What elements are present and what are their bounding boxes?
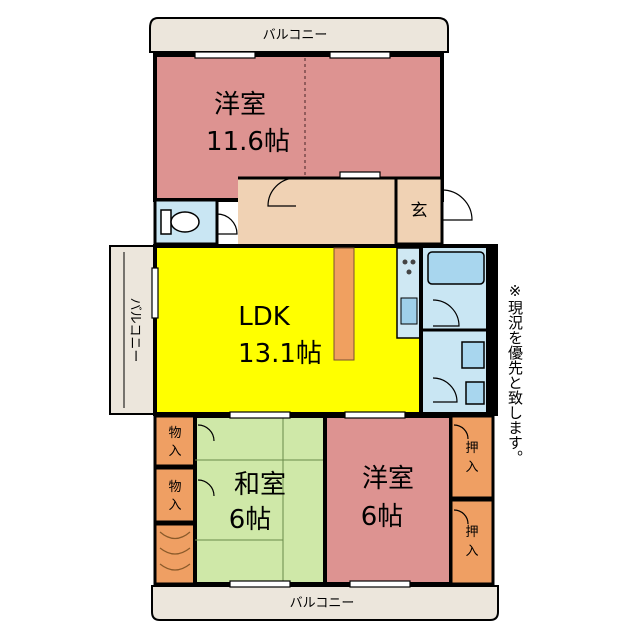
closet-2-label-line1: 押 bbox=[465, 525, 478, 540]
kitchen-sink bbox=[400, 297, 418, 325]
room-western-large-size: 11.6帖 bbox=[206, 127, 290, 157]
storage-1: 物 入 bbox=[153, 414, 197, 468]
stove-burner-3 bbox=[406, 269, 412, 275]
room-western-small-size: 6帖 bbox=[361, 502, 404, 532]
closet-1-label-line1: 押 bbox=[465, 441, 478, 456]
note: ※現況を優先と致します。 bbox=[506, 282, 524, 465]
balcony-top-label: バルコニー bbox=[263, 28, 328, 43]
stove-burner-2 bbox=[410, 259, 416, 265]
hallway bbox=[238, 178, 396, 244]
bath-wet-area bbox=[419, 244, 495, 416]
closet-2-label-line2: 入 bbox=[465, 544, 478, 559]
washbasin bbox=[461, 341, 485, 369]
storage-1-label-line2: 入 bbox=[168, 444, 181, 459]
balcony-bottom-label: バルコニー bbox=[290, 596, 355, 611]
japanese-room-size: 6帖 bbox=[229, 505, 272, 535]
japanese-room: 和室 6帖 bbox=[193, 414, 327, 586]
closet-1: 押 入 bbox=[449, 414, 495, 500]
storage-2-label-line2: 入 bbox=[168, 498, 181, 513]
balcony-bottom: バルコニー bbox=[151, 585, 499, 621]
window-marks bbox=[151, 51, 411, 588]
closet-1-label-line2: 入 bbox=[465, 460, 478, 475]
toilet-bowl bbox=[170, 211, 200, 233]
outer-wall-right bbox=[486, 244, 498, 416]
kitchen-counter bbox=[333, 247, 355, 361]
toilet-tank bbox=[160, 209, 172, 235]
ldk: LDK 13.1帖 bbox=[153, 244, 423, 416]
washing-machine bbox=[465, 381, 485, 405]
balcony-top: バルコニー bbox=[149, 17, 449, 53]
bathtub bbox=[427, 251, 485, 285]
storage-2: 物 入 bbox=[153, 466, 197, 524]
entrance: 玄 bbox=[394, 176, 444, 246]
ldk-name: LDK bbox=[238, 302, 291, 332]
storage-2-label-line1: 物 bbox=[168, 480, 181, 495]
stove-burner-1 bbox=[402, 259, 408, 265]
balcony-left-label: バルコニー bbox=[127, 298, 142, 363]
closet-2: 押 入 bbox=[449, 498, 495, 586]
door-swings bbox=[197, 177, 473, 525]
entrance-label: 玄 bbox=[411, 201, 428, 221]
toilet bbox=[153, 198, 219, 246]
ldk-size: 13.1帖 bbox=[238, 339, 322, 369]
room-western-small: 洋室 6帖 bbox=[323, 414, 453, 586]
room-western-small-name: 洋室 bbox=[362, 464, 414, 494]
room-western-large: 洋室 11.6帖 bbox=[153, 53, 444, 202]
room-western-large-name: 洋室 bbox=[214, 90, 266, 120]
balcony-left: バルコニー bbox=[109, 245, 155, 415]
japanese-room-name: 和室 bbox=[234, 470, 286, 500]
storage-1-label-line1: 物 bbox=[168, 426, 181, 441]
